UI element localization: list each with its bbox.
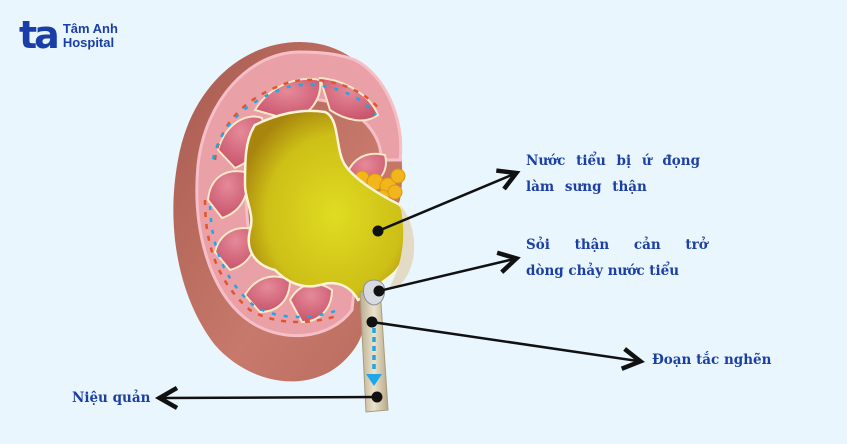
label-kidney-stone-line-2: dòng chảy nước tiểu	[526, 263, 680, 279]
label-urine-retention-line-1: Nước tiểu bị ứ đọng	[526, 153, 701, 169]
logo-line-1: Tâm Anh	[62, 21, 118, 36]
callout-kidney-stone	[373, 250, 521, 297]
label-ureter: Niệu quản	[72, 390, 151, 406]
hospital-logo: ta Tâm Anh Hospital	[19, 13, 118, 57]
callout-urine-retention	[372, 168, 521, 237]
urine-flow-arrow	[366, 328, 382, 386]
vessel-dashes	[203, 78, 381, 324]
label-kidney-stone: Sỏi thận cản trở dòng chảy nước tiểu	[526, 232, 708, 284]
callout-ureter	[154, 385, 383, 410]
label-blockage: Đoạn tắc nghẽn	[652, 352, 772, 368]
label-urine-retention-line-2: làm sưng thận	[526, 179, 647, 195]
callout-blockage	[366, 316, 645, 371]
logo-line-2: Hospital	[62, 35, 115, 50]
logo-text: Tâm Anh Hospital	[63, 22, 118, 50]
label-kidney-stone-line-1: Sỏi thận cản trở	[526, 237, 708, 253]
logo-mark: ta	[19, 13, 60, 57]
label-urine-retention: Nước tiểu bị ứ đọng làm sưng thận	[526, 148, 700, 200]
